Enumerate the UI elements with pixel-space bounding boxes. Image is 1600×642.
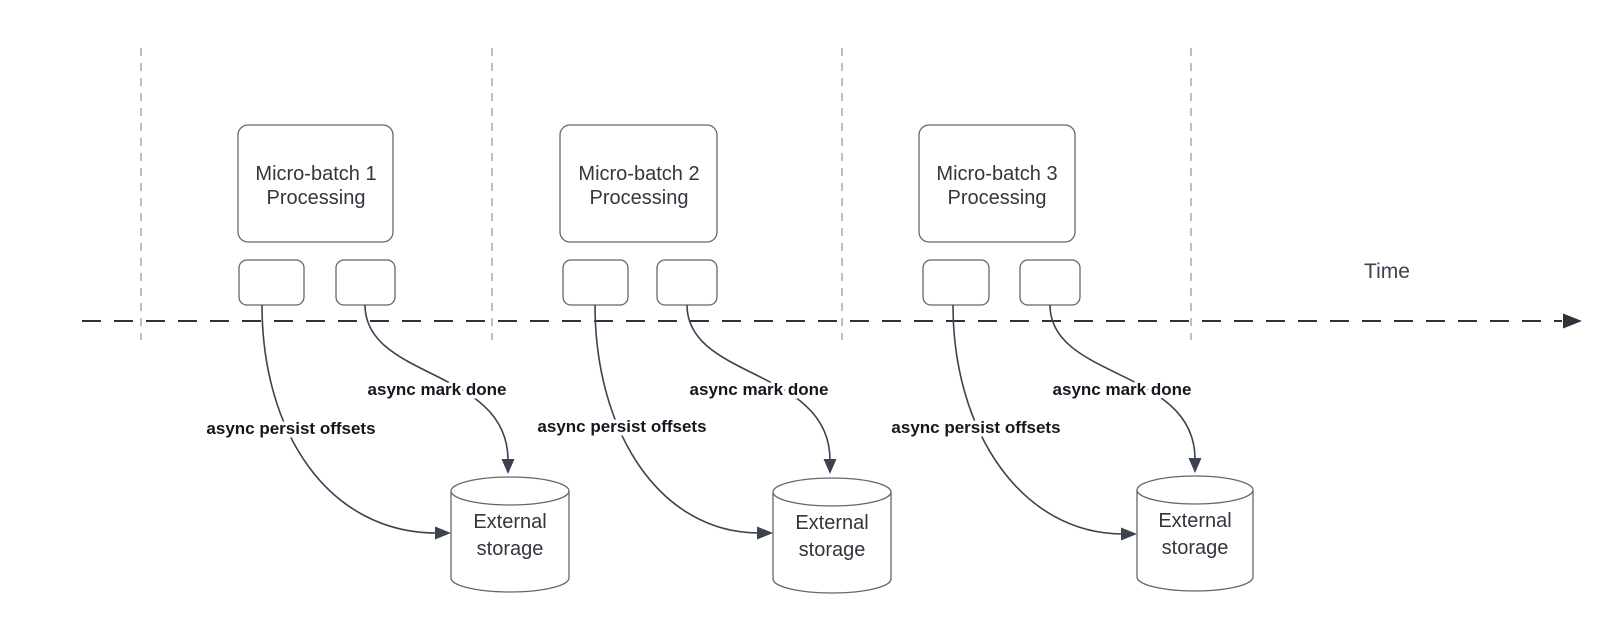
processing-box-label-line1: Micro-batch 3 bbox=[936, 163, 1057, 185]
storage-label-line2: storage bbox=[1162, 537, 1229, 559]
micro-batch-group-1: Micro-batch 1 Processing async mark done… bbox=[203, 124, 570, 593]
cylinder-top bbox=[450, 476, 570, 506]
persist-offsets-label: async persist offsets bbox=[891, 418, 1060, 437]
external-storage-cylinder: External storage bbox=[772, 477, 892, 594]
mark-done-label: async mark done bbox=[690, 380, 829, 399]
mark-done-arrowhead-icon bbox=[1188, 458, 1202, 473]
async-task-box-left bbox=[238, 259, 305, 306]
persist-offsets-arrow bbox=[952, 304, 1124, 535]
cylinder-body bbox=[772, 492, 892, 594]
time-axis-arrowhead-icon bbox=[1563, 313, 1582, 329]
cylinder-body bbox=[450, 491, 570, 593]
mark-done-label: async mark done bbox=[368, 380, 507, 399]
mark-done-arrow bbox=[686, 304, 831, 461]
processing-box-label-line1: Micro-batch 2 bbox=[578, 163, 699, 185]
async-task-box-right bbox=[1019, 259, 1081, 306]
persist-offsets-arrowhead-icon bbox=[435, 526, 451, 540]
processing-box bbox=[559, 124, 718, 243]
cylinder-body bbox=[1136, 490, 1254, 592]
micro-batch-group-2: Micro-batch 2 Processing async mark done… bbox=[534, 124, 892, 594]
storage-label-line1: External bbox=[795, 512, 868, 534]
processing-box-label-line2: Processing bbox=[590, 187, 689, 209]
persist-offsets-arrowhead-icon bbox=[1121, 527, 1137, 541]
persist-offsets-arrow bbox=[261, 304, 438, 534]
micro-batch-group-3: Micro-batch 3 Processing async mark done… bbox=[888, 124, 1254, 592]
persist-offsets-label: async persist offsets bbox=[206, 419, 375, 438]
mark-done-arrowhead-icon bbox=[501, 459, 515, 474]
processing-box bbox=[237, 124, 394, 243]
async-task-box-left bbox=[562, 259, 629, 306]
processing-box-label-line2: Processing bbox=[948, 187, 1047, 209]
external-storage-cylinder: External storage bbox=[1136, 475, 1254, 592]
persist-offsets-arrow bbox=[594, 304, 760, 534]
mark-done-arrow bbox=[1049, 304, 1196, 460]
mark-done-arrow bbox=[364, 304, 509, 461]
processing-box bbox=[918, 124, 1076, 243]
async-task-box-right bbox=[656, 259, 718, 306]
storage-label-line2: storage bbox=[799, 539, 866, 561]
storage-label-line1: External bbox=[1158, 510, 1231, 532]
cylinder-top bbox=[1136, 475, 1254, 505]
persist-offsets-label: async persist offsets bbox=[537, 417, 706, 436]
mark-done-label: async mark done bbox=[1053, 380, 1192, 399]
mark-done-arrowhead-icon bbox=[823, 459, 837, 474]
persist-offsets-arrowhead-icon bbox=[757, 526, 773, 540]
storage-label-line2: storage bbox=[477, 538, 544, 560]
processing-box-label-line1: Micro-batch 1 bbox=[255, 163, 376, 185]
storage-label-line1: External bbox=[473, 511, 546, 533]
async-task-box-left bbox=[922, 259, 990, 306]
external-storage-cylinder: External storage bbox=[450, 476, 570, 593]
async-task-box-right bbox=[335, 259, 396, 306]
time-axis-label: Time bbox=[1364, 260, 1410, 283]
cylinder-top bbox=[772, 477, 892, 507]
processing-box-label-line2: Processing bbox=[267, 187, 366, 209]
